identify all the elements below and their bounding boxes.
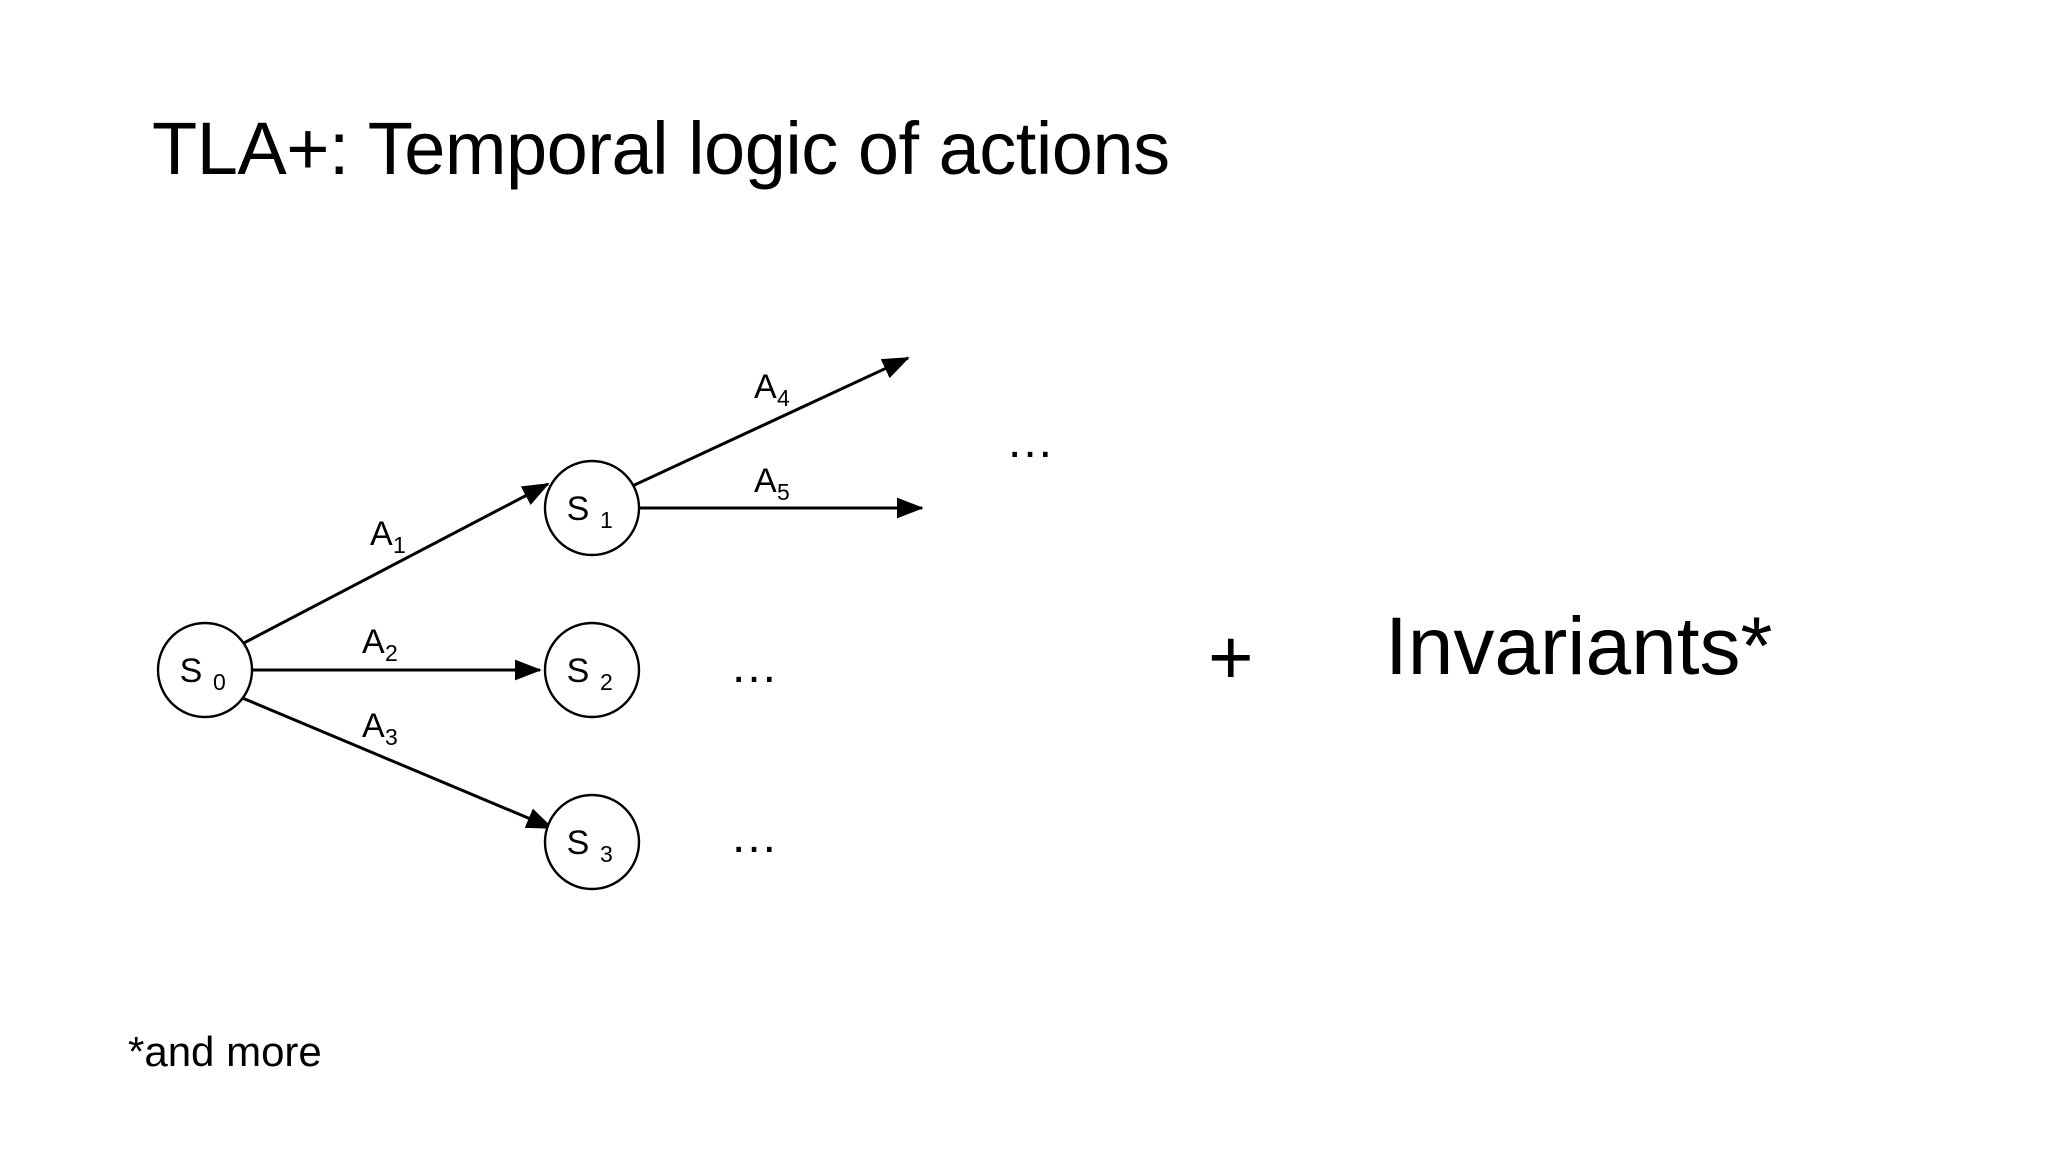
edge-label-a2-base: A: [362, 623, 385, 661]
ellipsis-top: ...: [1008, 415, 1055, 468]
invariants-label: Invariants*: [1385, 601, 1773, 692]
edge-label-a4-sub: 4: [777, 385, 790, 411]
edge-label-a4-base: A: [754, 368, 777, 406]
edge-label-a5: A 5: [754, 462, 790, 505]
state-node-s1[interactable]: S 1: [543, 459, 641, 557]
edge-label-a1-base: A: [370, 515, 393, 553]
edge-label-a3-base: A: [362, 707, 385, 745]
state-sublabel-s1: 1: [600, 507, 613, 533]
ellipsis-bottom: ...: [732, 810, 779, 863]
state-sublabel-s0: 0: [213, 669, 226, 695]
state-circle-s2: [543, 621, 641, 719]
edge-label-a3-sub: 3: [385, 724, 398, 750]
state-label-s1: S: [567, 490, 590, 528]
edge-label-a5-base: A: [754, 462, 777, 500]
state-node-s2[interactable]: S 2: [543, 621, 641, 719]
state-sublabel-s2: 2: [600, 669, 613, 695]
edge-label-a3: A 3: [362, 707, 398, 750]
plus-operator: +: [1208, 613, 1254, 701]
edge-a1: [239, 482, 550, 647]
edge-label-a2: A 2: [362, 623, 398, 666]
state-sublabel-s3: 3: [600, 841, 613, 867]
edge-a3: [239, 695, 554, 830]
state-node-s0[interactable]: S 0: [156, 621, 254, 719]
ellipsis-middle: ...: [732, 640, 779, 693]
state-circle-s1: [543, 459, 641, 557]
state-node-s3[interactable]: S 3: [543, 793, 641, 891]
edge-label-a4: A 4: [754, 368, 790, 411]
edge-label-a1-sub: 1: [393, 532, 406, 558]
footnote-text: *and more: [128, 1028, 322, 1075]
page-title: TLA+: Temporal logic of actions: [152, 107, 1170, 190]
edge-label-a5-sub: 5: [777, 479, 790, 505]
edge-label-a2-sub: 2: [385, 640, 398, 666]
state-circle-s3: [543, 793, 641, 891]
state-transition-diagram: S 0 S 1 S 2 S 3 A 1 A 2: [156, 356, 924, 891]
state-circle-s0: [156, 621, 254, 719]
edge-label-a1: A 1: [370, 515, 406, 558]
state-label-s0: S: [180, 652, 203, 690]
edge-a4: [627, 356, 910, 490]
state-label-s2: S: [567, 652, 590, 690]
state-label-s3: S: [567, 824, 590, 862]
